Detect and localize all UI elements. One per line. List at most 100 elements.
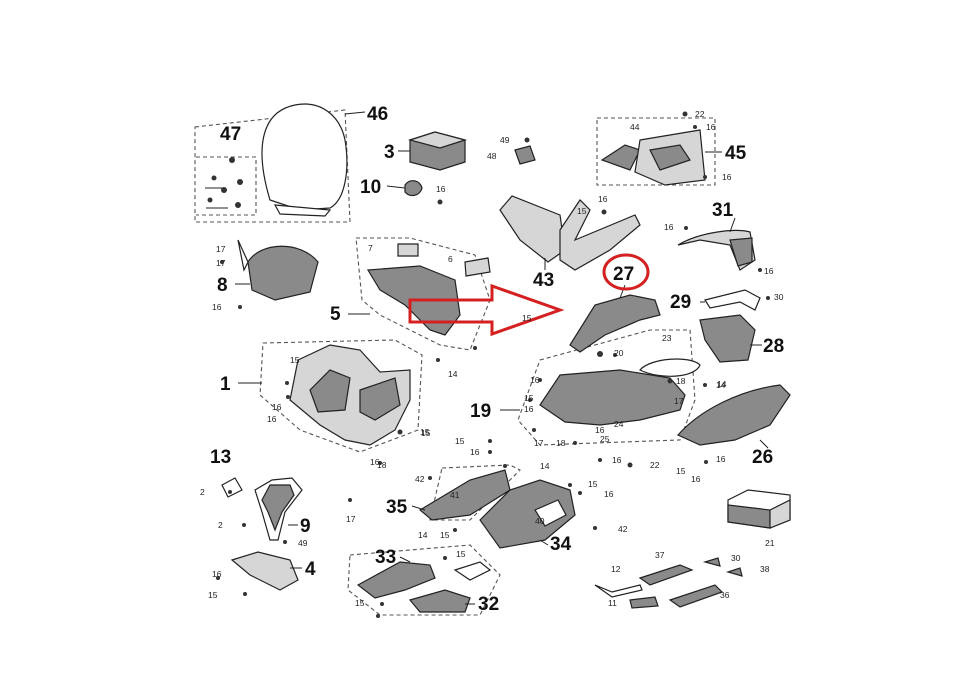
small-label: 17 xyxy=(674,396,684,406)
footrest-parts xyxy=(356,556,492,613)
small-label: 49 xyxy=(298,538,308,548)
small-label: 42 xyxy=(618,524,628,534)
small-label: 16 xyxy=(524,404,534,414)
small-label: 15 xyxy=(676,466,686,476)
small-label: 49 xyxy=(500,135,510,145)
battery-box-21-part xyxy=(727,489,791,529)
small-label: 6 xyxy=(448,254,453,264)
side-cover-26-part xyxy=(677,384,791,449)
small-strips-part xyxy=(594,557,743,609)
box-part xyxy=(398,131,468,171)
small-label: 15 xyxy=(524,393,534,403)
small-label: 2 xyxy=(200,487,205,497)
callout-3: 3 xyxy=(384,142,395,163)
callout-31: 31 xyxy=(712,200,734,221)
callout-10: 10 xyxy=(360,177,381,198)
small-label: 41 xyxy=(450,490,460,500)
callout-8: 8 xyxy=(217,275,228,296)
windscreen-part xyxy=(261,103,366,217)
small-label: 42 xyxy=(415,474,425,484)
bolt-set-part xyxy=(205,157,243,209)
fasteners xyxy=(216,111,770,618)
callout-26: 26 xyxy=(752,447,773,468)
glovebox-part xyxy=(600,129,722,186)
callout-28: 28 xyxy=(763,336,784,357)
small-label: 44 xyxy=(630,122,640,132)
callout-34: 34 xyxy=(550,534,572,555)
small-label: 36 xyxy=(720,590,730,600)
callout-9: 9 xyxy=(300,516,311,537)
small-label: 12 xyxy=(611,564,621,574)
floor-panels-part xyxy=(411,469,576,549)
callout-19: 19 xyxy=(470,401,491,422)
small-label: 22 xyxy=(650,460,660,470)
small-label: 37 xyxy=(655,550,665,560)
callout-46: 46 xyxy=(367,104,388,125)
small-label: 16 xyxy=(716,454,726,464)
small-label: 16 xyxy=(722,172,732,182)
callout-1: 1 xyxy=(220,374,231,395)
callout-47: 47 xyxy=(220,124,241,145)
callout-4: 4 xyxy=(305,559,316,580)
small-label: 23 xyxy=(662,333,672,343)
callout-35: 35 xyxy=(386,497,408,518)
callout-32: 32 xyxy=(478,594,499,615)
knob-part xyxy=(514,137,536,165)
callout-13: 13 xyxy=(210,447,231,468)
small-label: 14 xyxy=(540,461,550,471)
small-label: 14 xyxy=(717,379,727,389)
callout-33: 33 xyxy=(375,547,396,568)
small-label: 15 xyxy=(456,549,466,559)
small-label: 15 xyxy=(208,590,218,600)
small-label: 14 xyxy=(448,369,458,379)
small-label: 2 xyxy=(218,520,223,530)
highlight-circle xyxy=(602,253,650,291)
small-label: 30 xyxy=(774,292,784,302)
panel-28-part xyxy=(699,314,762,363)
front-shield-1-part xyxy=(238,344,411,446)
callout-45: 45 xyxy=(725,143,747,164)
small-label: 16 xyxy=(598,194,608,204)
fastener-number-labels: 22 16 44 16 49 48 16 16 15 16 16 17 16 7… xyxy=(200,109,784,608)
small-label: 20 xyxy=(614,348,624,358)
small-label: 14 xyxy=(418,530,428,540)
small-label: 15 xyxy=(355,598,365,608)
small-label: 16 xyxy=(272,402,282,412)
part-number-callouts: 46 47 3 10 43 45 31 27 29 28 8 5 1 19 26… xyxy=(210,104,784,615)
small-label: 16 xyxy=(370,457,380,467)
small-label: 38 xyxy=(760,564,770,574)
callout-5: 5 xyxy=(330,304,341,325)
small-label: 11 xyxy=(608,598,617,608)
highlight-arrow xyxy=(408,283,565,337)
small-label: 17 xyxy=(216,258,226,268)
small-label: 15 xyxy=(290,355,300,365)
small-label: 7 xyxy=(368,243,373,253)
small-label: 14 xyxy=(716,380,726,390)
small-label: 15 xyxy=(455,436,465,446)
small-label: 16 xyxy=(604,489,614,499)
small-label: 24 xyxy=(614,419,624,429)
small-label: 15 xyxy=(522,313,532,323)
small-label: 18 xyxy=(556,438,566,448)
small-label: 15 xyxy=(420,427,430,437)
small-label: 16 xyxy=(267,414,277,424)
storage-tray-19-part xyxy=(500,358,701,426)
small-label: 16 xyxy=(764,266,774,276)
small-label: 15 xyxy=(440,530,450,540)
small-clip-part xyxy=(386,180,443,205)
small-label: 17 xyxy=(534,438,544,448)
small-label: 40 xyxy=(535,516,545,526)
small-label: 15 xyxy=(577,206,587,216)
small-label: 16 xyxy=(212,569,222,579)
rear-grab-part xyxy=(677,217,756,271)
small-label: 18 xyxy=(676,376,686,386)
small-label: 16 xyxy=(664,222,674,232)
small-label: 17 xyxy=(216,244,226,254)
small-label: 16 xyxy=(530,375,540,385)
small-label: 15 xyxy=(421,428,431,438)
small-label: 18 xyxy=(377,460,387,470)
panel-43-part xyxy=(499,195,641,271)
small-label: 48 xyxy=(487,151,497,161)
headlight-cover-part xyxy=(235,239,319,301)
